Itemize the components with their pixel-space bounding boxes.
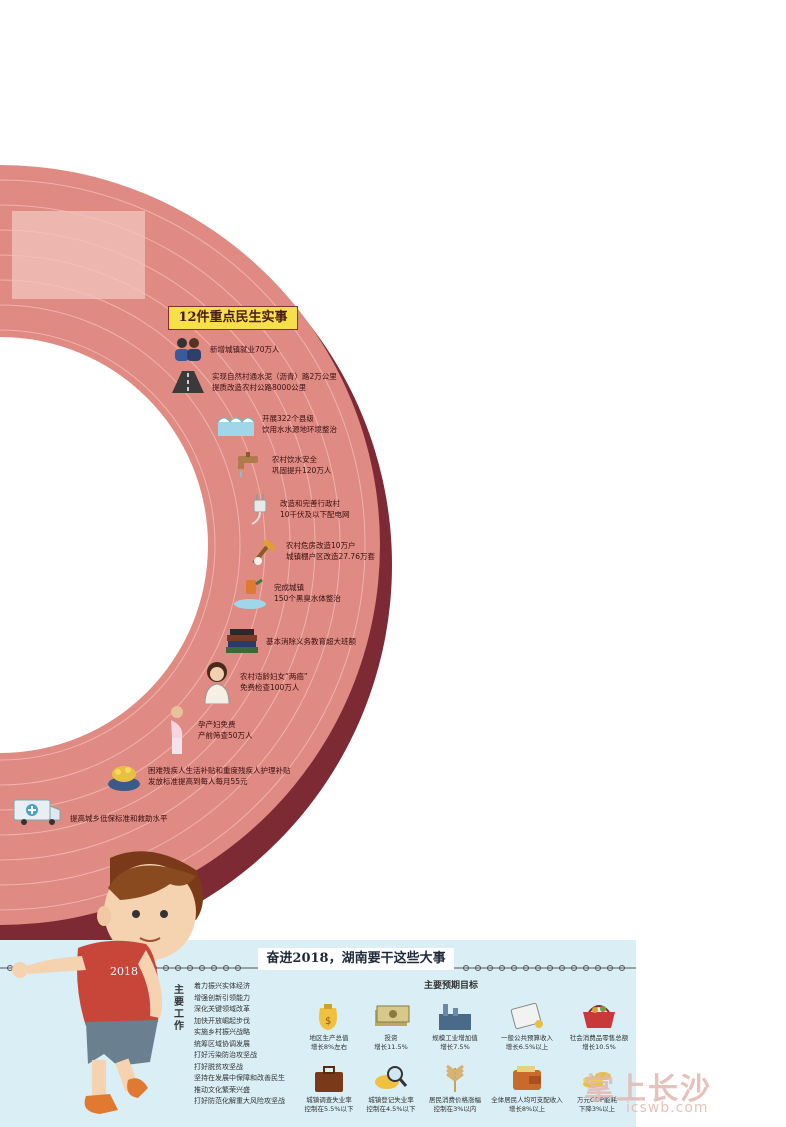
list-item: 深化关键领域改革: [194, 1005, 250, 1013]
list-item: 统筹区域协调发展: [194, 1039, 250, 1048]
ring-title: 12件重点民生实事: [168, 306, 298, 330]
goal-surveyed-unemployment: 城镇调查失业率 控制在5.5%以下: [292, 1062, 366, 1114]
list-item: 加快开放崛起步伐: [194, 1016, 250, 1025]
list-item: 实施乡村振兴战略: [194, 1028, 250, 1036]
faucet-icon: [238, 452, 258, 478]
ring-item-prenatal: 孕产妇免费产前筛查50万人: [162, 704, 253, 756]
goal-registered-unemployment: 城镇登记失业率 控制在4.5%以下: [354, 1062, 428, 1114]
ring-item-screening: 农村适龄妇女“两癌”免费检查100万人: [200, 660, 308, 704]
basket-icon: [583, 1005, 615, 1028]
cash-icon: [375, 1005, 410, 1026]
right-blank-area: [636, 940, 786, 1127]
list-item: 打好脱贫攻坚战: [194, 1062, 243, 1071]
goal-cpi: 居民消费价格涨幅 控制在3%以内: [418, 1062, 492, 1114]
money-bags-icon: $: [319, 1004, 337, 1030]
people-icon: [175, 338, 201, 361]
ambulance-icon: [13, 799, 61, 825]
wallet-icon: [513, 1066, 541, 1090]
plug-icon: [251, 494, 267, 525]
list-item: 坚持在发展中保障和改善民生: [194, 1074, 285, 1082]
list-item: 打好污染防治攻坚战: [194, 1051, 257, 1059]
magnifier-icon: [375, 1066, 408, 1089]
goal-retail: 社会消费品零售总额 增长10.5%: [562, 1000, 636, 1052]
goal-investment: 投资 增长11.5%: [354, 1000, 428, 1052]
ring-item-disability: 困难残疾人生活补贴和重度残疾人护理补贴发放标准提高到每人每月55元: [106, 760, 291, 792]
watering-icon: [234, 578, 266, 609]
main-work-label: 主要工作: [174, 985, 184, 1032]
factory-icon: [439, 1004, 471, 1030]
goal-gdp: $ 地区生产总值 增长8%左右: [292, 1000, 366, 1052]
watermark-url: icswb.com: [626, 1100, 709, 1116]
main-work-list: 着力振兴实体经济 增强创新引领能力 深化关键领域改革 加快开放崛起步伐 实施乡村…: [194, 981, 285, 1108]
goal-disposable-income: 全体居民人均可支配收入 增长8%以上: [490, 1062, 564, 1114]
books-icon: [226, 629, 258, 653]
coins-icon: [583, 1072, 611, 1088]
coins-icon: [108, 766, 140, 791]
grain-icon: [446, 1064, 464, 1092]
ring-item-subsistence: 提高城乡低保标准和救助水平: [12, 796, 168, 826]
ring-item-water-source: 开展322个县级饮用水水源地环境整治: [216, 410, 337, 438]
bottom-title: 奋进2018，湖南要干这些大事: [258, 948, 454, 970]
pregnant-icon: [171, 706, 183, 754]
ring-item-roads: 实现自然村通水泥（沥青）路2万公里提质改造农村公路8000公里: [170, 367, 337, 397]
svg-text:$: $: [325, 1016, 331, 1027]
woman-icon: [204, 662, 230, 704]
briefcase-icon: [315, 1066, 343, 1092]
calculator-icon: [510, 1002, 543, 1030]
list-item: 推动文化繁荣兴盛: [194, 1085, 250, 1094]
ring-item-education: 基本消除义务教育超大班额: [224, 627, 356, 655]
list-item: 增强创新引领能力: [194, 993, 250, 1002]
water-icon: [217, 417, 255, 436]
ring-item-employment: 新增城镇就业70万人: [172, 336, 280, 362]
goal-industry: 规模工业增加值 增长7.5%: [418, 1000, 492, 1052]
goal-public-budget: 一般公共预算收入 增长6.5%以上: [490, 1000, 564, 1052]
tools-icon: [252, 539, 276, 565]
watermark-logo: 掌上长沙: [584, 1072, 712, 1107]
list-item: 着力振兴实体经济: [194, 982, 250, 990]
road-icon: [172, 371, 204, 393]
boy-illustration: [12, 851, 203, 1114]
ring-item-housing: 农村危房改造10万户城镇棚户区改造27.76万套: [250, 535, 375, 567]
ring-item-drinking-water: 农村饮水安全巩固提升120万人: [234, 450, 331, 480]
goal-energy: 万元GDP能耗 下降3%以上: [560, 1062, 634, 1114]
list-item: 打好防范化解重大风险攻坚战: [194, 1097, 285, 1105]
goals-title: 主要预期目标: [424, 981, 479, 991]
shirt-text: 2018: [110, 965, 138, 978]
